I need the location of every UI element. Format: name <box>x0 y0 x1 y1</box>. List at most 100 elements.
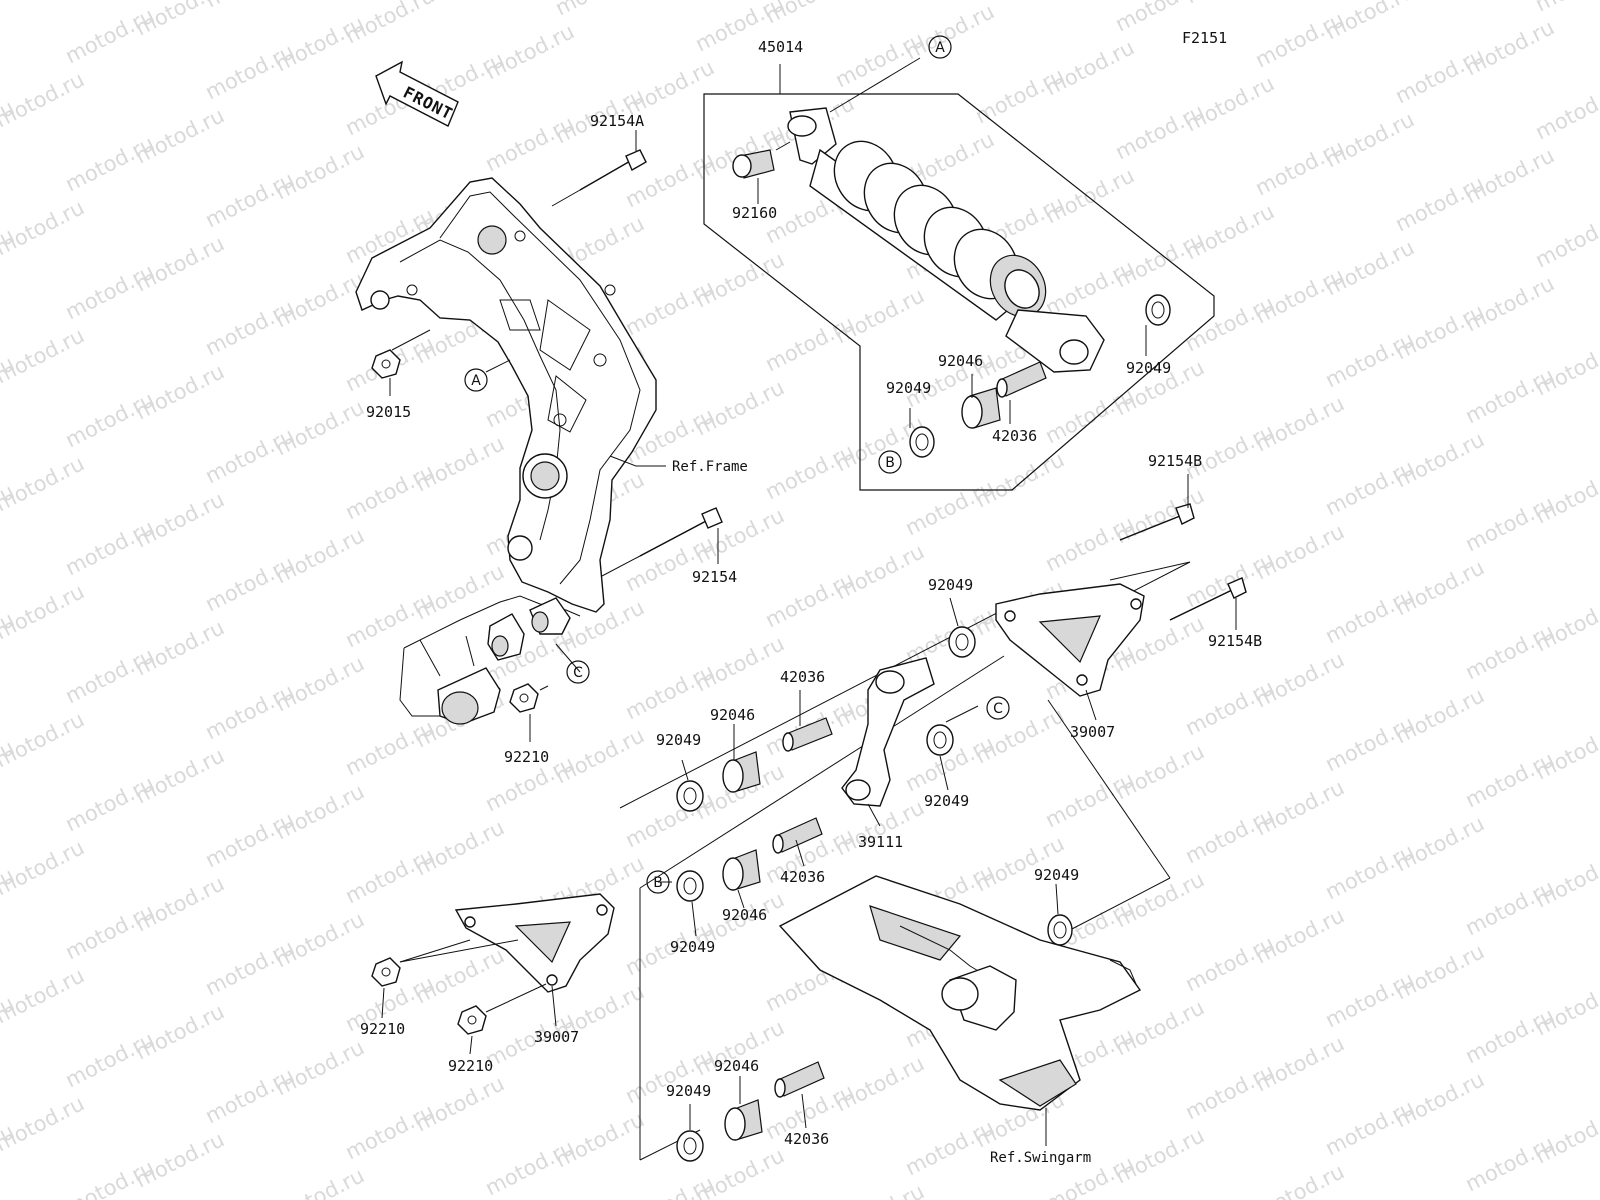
shock-spring <box>833 140 1019 300</box>
marker-b-shock-label: B <box>885 455 895 471</box>
label-92049-shock-left: 92049 <box>886 379 931 397</box>
shock-box-outline <box>703 93 1215 491</box>
bolt-92154B-upper <box>1119 503 1195 541</box>
bearing-92046-upper <box>722 751 761 793</box>
label-92154: 92154 <box>692 568 737 586</box>
watermark-text: motod.ru <box>0 1091 88 1156</box>
label-92046-lower: 92046 <box>714 1057 759 1075</box>
watermark-text: motod.ru <box>0 835 88 900</box>
label-92049-right-mid: 92049 <box>924 792 969 810</box>
label-92160: 92160 <box>732 204 777 222</box>
seal-92049-right-mid <box>926 724 954 756</box>
label-ref-swingarm: Ref.Swingarm <box>990 1150 1091 1166</box>
label-92049-left-upper: 92049 <box>656 731 701 749</box>
label-39007-right: 39007 <box>1070 723 1115 741</box>
marker-b-shock: B <box>878 450 902 474</box>
bolt-92154B-lower <box>1169 577 1247 621</box>
marker-a-frame: A <box>464 368 488 392</box>
frame-bracket <box>355 177 657 613</box>
label-92049-shock-right: 92049 <box>1126 359 1171 377</box>
watermark-text: motod.ru <box>271 1163 368 1200</box>
seal-92049-left-upper <box>676 780 704 812</box>
watermark-text: motod.ru <box>0 0 18 32</box>
bolt-92154A <box>551 149 647 207</box>
nut-92210-upper <box>509 683 549 713</box>
watermark-text: motod.ru <box>1531 207 1600 272</box>
nut-92015 <box>371 329 431 379</box>
label-92154B-lower: 92154B <box>1208 632 1262 650</box>
seal-92049-swingarm <box>1047 914 1073 946</box>
seal-92049-shock-left <box>909 426 935 458</box>
seal-92049-lower <box>676 1130 704 1162</box>
label-92210-lower: 92210 <box>448 1057 493 1075</box>
bearing-92046-lower <box>724 1099 763 1141</box>
watermark-text: motod.ru <box>0 67 88 132</box>
shock-absorber <box>787 107 1105 373</box>
label-ref-frame: Ref.Frame <box>672 459 748 475</box>
label-92210-left: 92210 <box>360 1020 405 1038</box>
watermark-text: motod.ru <box>0 707 88 772</box>
marker-b-link-label: B <box>653 875 663 891</box>
watermark-text: motod.ru <box>1251 1159 1348 1200</box>
part-labels: 45014 92154A 92160 92015 92046 92049 920… <box>360 38 1262 1166</box>
sleeve-42036-upper <box>782 717 833 752</box>
seal-92049-upper <box>948 626 976 658</box>
watermark-text: motod.ru <box>61 1155 158 1200</box>
marker-b-link: B <box>646 870 670 894</box>
label-39111: 39111 <box>858 833 903 851</box>
sleeve-42036-shock <box>996 361 1047 398</box>
label-45014: 45014 <box>758 38 803 56</box>
label-92049-swingarm: 92049 <box>1034 866 1079 884</box>
label-92154A: 92154A <box>590 112 644 130</box>
frame-lower-section <box>399 595 581 725</box>
label-92049-lower: 92049 <box>666 1082 711 1100</box>
label-92046-shock: 92046 <box>938 352 983 370</box>
leader-lines <box>381 57 1237 1146</box>
label-42036-mid: 42036 <box>780 868 825 886</box>
watermark-text: motod.ru <box>0 579 88 644</box>
label-42036-lower: 42036 <box>784 1130 829 1148</box>
seal-92049-mid <box>676 870 704 902</box>
collar-92160 <box>732 141 791 179</box>
marker-a-top: A <box>928 35 952 59</box>
watermark-text: motod.ru <box>831 1179 928 1200</box>
watermark-text: motod.ru <box>0 451 88 516</box>
watermark-text: motod.ru <box>0 195 88 260</box>
sleeve-42036-lower <box>774 1061 825 1098</box>
label-39007-left: 39007 <box>534 1028 579 1046</box>
label-92049-upper: 92049 <box>928 576 973 594</box>
rocker-arm-39111 <box>841 657 935 807</box>
label-92049-mid: 92049 <box>670 938 715 956</box>
label-92046-mid: 92046 <box>722 906 767 924</box>
marker-c-link: C <box>986 696 1010 720</box>
watermark-text: motod.ru <box>1181 0 1278 8</box>
label-92015: 92015 <box>366 403 411 421</box>
watermark-text: motod.ru <box>0 323 88 388</box>
watermark-text: motod.ru <box>1531 79 1600 144</box>
figure-code: F2151 <box>1182 29 1227 47</box>
swingarm <box>778 875 1142 1111</box>
nut-92210-left <box>371 939 519 987</box>
label-92210-upper: 92210 <box>504 748 549 766</box>
label-42036-shock: 42036 <box>992 427 1037 445</box>
bearing-92046-shock <box>961 387 1001 429</box>
label-92046-upper: 92046 <box>710 706 755 724</box>
tie-rod-39007-right <box>995 583 1145 697</box>
watermark-text: motod.ru <box>551 0 648 20</box>
bolt-92154 <box>601 507 723 577</box>
watermark-text: motod.ru <box>1531 0 1600 16</box>
label-42036-upper: 42036 <box>780 668 825 686</box>
label-92154B-upper: 92154B <box>1148 452 1202 470</box>
marker-a-frame-label: A <box>471 373 481 389</box>
marker-c-frame: C <box>566 660 590 684</box>
marker-c-link-label: C <box>993 701 1003 717</box>
seal-92049-shock-right <box>1145 294 1171 326</box>
bearing-92046-mid <box>722 849 761 891</box>
tie-rod-39007-left <box>454 893 615 993</box>
marker-c-frame-label: C <box>573 665 583 681</box>
watermark-text: motod.ru <box>621 1171 718 1200</box>
watermark-text: motod.ru <box>0 963 88 1028</box>
watermark-text: motod.ru <box>0 0 88 4</box>
